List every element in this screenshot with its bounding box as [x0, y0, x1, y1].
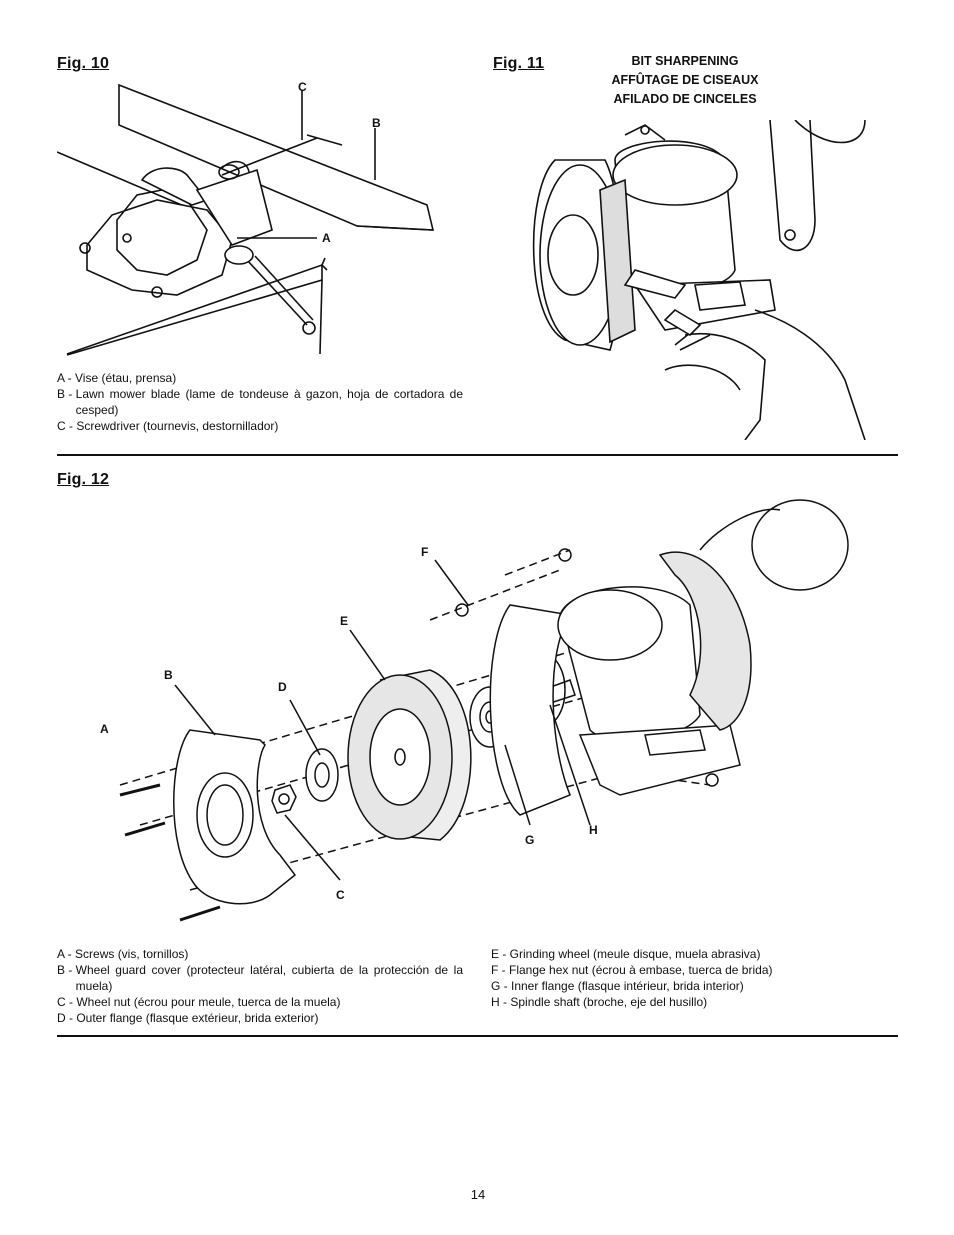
fig12-callout-a: A [100, 722, 109, 736]
legend-key: F - [491, 963, 509, 977]
fig12-callout-d: D [278, 680, 287, 694]
legend-key: C - [57, 419, 77, 433]
fig12-callout-b: B [164, 668, 173, 682]
legend-key: G - [491, 979, 511, 993]
legend-text: Outer flange (flasque extérieur, brida e… [76, 1011, 319, 1025]
fig11-caption: BIT SHARPENING AFFÛTAGE DE CISEAUX AFILA… [610, 52, 760, 109]
section-divider [57, 454, 898, 456]
legend-key: B - [57, 963, 76, 977]
legend-text: Inner flange (flasque intérieur, brida i… [511, 979, 744, 993]
legend-text: Grinding wheel (meule disque, muela abra… [509, 947, 761, 961]
legend-item: C - Wheel nut (écrou pour meule, tuerca … [57, 994, 463, 1010]
page-number: 14 [470, 1187, 486, 1202]
fig12-legend-left: A - Screws (vis, tornillos) B - Wheel gu… [57, 946, 463, 1026]
fig12-callout-c: C [336, 888, 345, 902]
legend-item: H - Spindle shaft (broche, eje del husil… [491, 994, 896, 1010]
legend-key: E - [491, 947, 510, 961]
fig12-callout-f: F [421, 545, 429, 559]
legend-item: F - Flange hex nut (écrou à embase, tuer… [491, 962, 896, 978]
legend-item: B - Lawn mower blade (lame de tondeuse à… [57, 386, 463, 418]
legend-item: E - Grinding wheel (meule disque, muela … [491, 946, 896, 962]
fig12-title: Fig. 12 [57, 471, 110, 488]
fig10-illustration [57, 83, 435, 356]
legend-key: H - [491, 995, 511, 1009]
legend-key: C - [57, 995, 77, 1009]
legend-text: Screws (vis, tornillos) [75, 947, 189, 961]
fig12-illustration [119, 499, 849, 922]
legend-item: A - Screws (vis, tornillos) [57, 946, 463, 962]
fig12-callout-h: H [589, 823, 598, 837]
legend-item: D - Outer flange (flasque extérieur, bri… [57, 1010, 463, 1026]
legend-item: A - Vise (étau, prensa) [57, 370, 463, 386]
fig10-title: Fig. 10 [57, 55, 110, 72]
legend-item: B - Wheel guard cover (protecteur latéra… [57, 962, 463, 994]
legend-key: B - [57, 387, 76, 401]
fig10-callout-b: B [372, 116, 381, 130]
legend-text: Lawn mower blade (lame de tondeuse à gaz… [75, 387, 463, 417]
legend-text: Flange hex nut (écrou à embase, tuerca d… [509, 963, 773, 977]
fig11-illustration [532, 120, 866, 440]
legend-text: Screwdriver (tournevis, destornillador) [76, 419, 279, 433]
fig10-callout-a: A [322, 231, 331, 245]
legend-key: A - [57, 371, 76, 385]
fig11-title: Fig. 11 [493, 55, 545, 72]
legend-key: D - [57, 1011, 77, 1025]
fig11-caption-line: AFFÛTAGE DE CISEAUX [611, 73, 759, 87]
fig12-callout-g: G [525, 833, 535, 847]
legend-text: Vise (étau, prensa) [75, 371, 177, 385]
section-divider [57, 1035, 898, 1037]
legend-key: A - [57, 947, 76, 961]
fig12-legend-right: E - Grinding wheel (meule disque, muela … [491, 946, 896, 1010]
legend-text: Spindle shaft (broche, eje del husillo) [510, 995, 708, 1009]
fig10-legend: A - Vise (étau, prensa) B - Lawn mower b… [57, 370, 463, 434]
fig11-caption-line: BIT SHARPENING [631, 54, 739, 68]
fig11-caption-line: AFILADO DE CINCELES [613, 92, 757, 106]
legend-text: Wheel nut (écrou pour meule, tuerca de l… [76, 995, 341, 1009]
fig10-callout-c: C [298, 80, 307, 94]
legend-item: G - Inner flange (flasque intérieur, bri… [491, 978, 896, 994]
fig12-callout-e: E [340, 614, 349, 628]
legend-item: C - Screwdriver (tournevis, destornillad… [57, 418, 463, 434]
legend-text: Wheel guard cover (protecteur latéral, c… [75, 963, 463, 993]
